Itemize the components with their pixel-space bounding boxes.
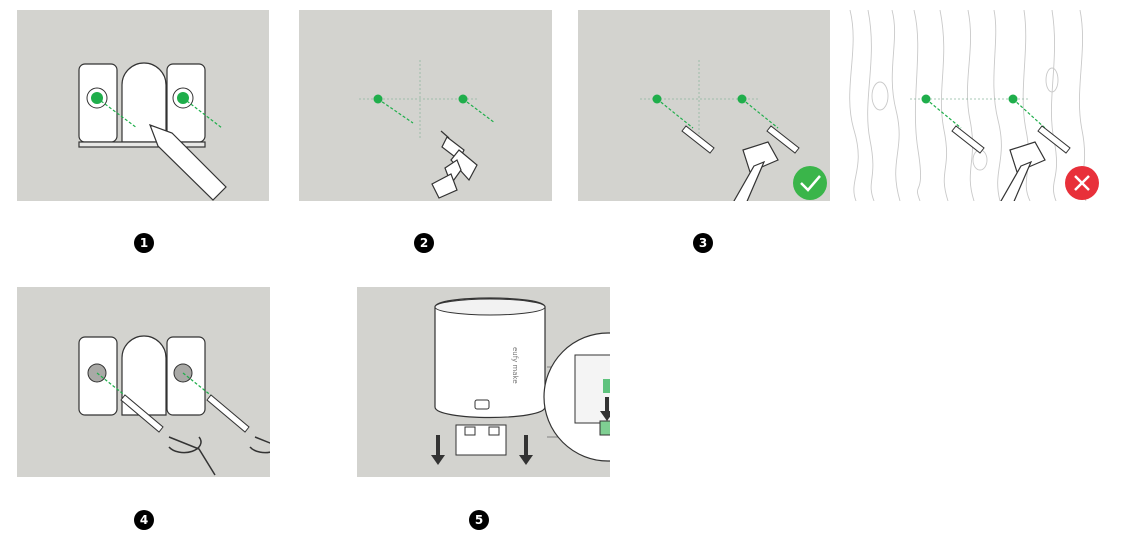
wall-anchor-icon [681,125,800,154]
step-4-panel [17,287,270,477]
detail-zoom [543,332,610,462]
hex-key-icon [168,436,270,476]
step-1-panel [17,10,269,201]
step-5-number: 5 [469,510,489,530]
step-4-number: 4 [134,510,154,530]
drill-icon [431,130,478,199]
device: eufy make [434,297,546,419]
down-arrow-icon [431,435,533,465]
brand-text: eufy make [511,347,519,384]
step-2-number: 2 [414,233,434,253]
step-3-incorrect-panel [840,10,1102,201]
wood-grain [849,10,1087,201]
checkmark-icon [793,166,827,200]
pen-icon [148,123,227,201]
step-2-panel [299,10,552,201]
step-3-correct-panel [578,10,830,201]
mount-plate [455,424,507,456]
step-5-panel: eufy make [357,287,610,477]
hammer-icon [1000,141,1046,201]
step-1-number: 1 [134,233,154,253]
hammer-icon [733,141,779,201]
screw-icon [120,394,250,433]
step-3-number: 3 [693,233,713,253]
wall-anchor-icon [951,125,1071,154]
